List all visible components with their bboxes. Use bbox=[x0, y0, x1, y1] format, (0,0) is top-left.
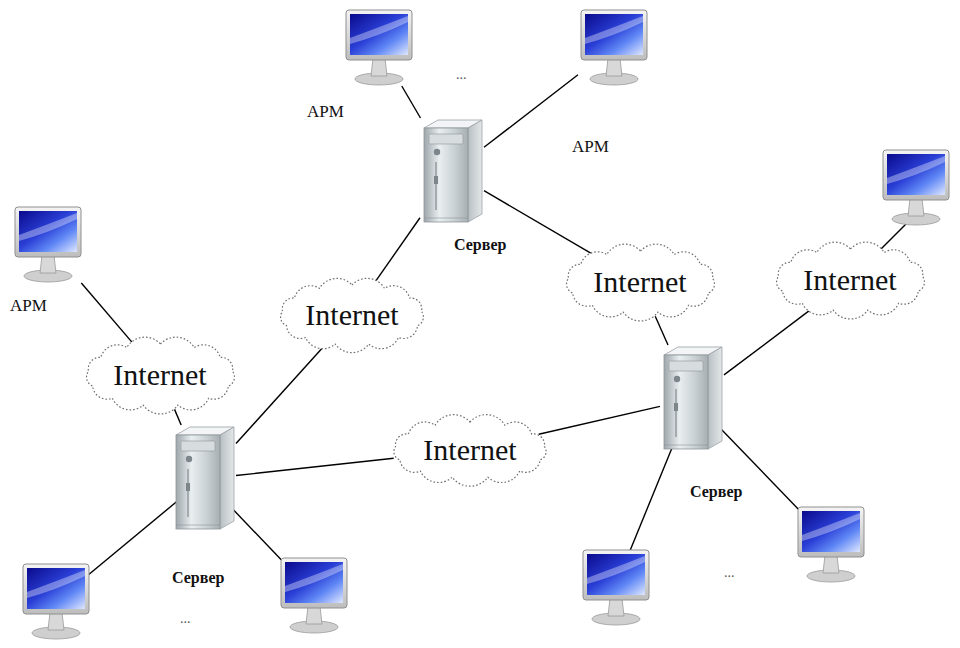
server-node: Сервер bbox=[660, 345, 724, 453]
monitor-icon bbox=[578, 8, 650, 86]
cloud-label: Internet bbox=[305, 300, 398, 330]
workstation-label: АРМ bbox=[307, 103, 344, 122]
network-link bbox=[175, 409, 182, 425]
cloud-label: Internet bbox=[423, 435, 516, 465]
workstation-monitor bbox=[798, 507, 864, 582]
workstation-node: АРМ bbox=[343, 8, 415, 86]
workstation-monitor bbox=[23, 564, 89, 639]
workstation-node: АРМ bbox=[12, 205, 84, 283]
cloud-label: Internet bbox=[113, 360, 206, 390]
network-link bbox=[402, 86, 421, 118]
monitor-icon bbox=[12, 205, 84, 283]
internet-cloud: Internet bbox=[272, 276, 432, 354]
network-link bbox=[81, 283, 132, 342]
network-link bbox=[236, 346, 324, 443]
network-link bbox=[484, 75, 578, 148]
network-link bbox=[655, 316, 668, 345]
network-link bbox=[236, 458, 394, 475]
workstation-label: АРМ bbox=[572, 138, 609, 157]
server-icon bbox=[420, 118, 484, 226]
cloud-label: Internet bbox=[803, 265, 896, 295]
cloud-label: Internet bbox=[593, 267, 686, 297]
workstation-monitor bbox=[883, 150, 949, 225]
ellipsis-mark: ... bbox=[180, 612, 191, 626]
workstation-monitor bbox=[281, 558, 347, 633]
network-link bbox=[539, 406, 660, 434]
server-label: Сервер bbox=[172, 569, 224, 587]
server-icon bbox=[172, 425, 236, 533]
ellipsis-mark: ... bbox=[456, 68, 467, 82]
internet-cloud: Internet bbox=[385, 413, 555, 487]
server-icon bbox=[660, 345, 724, 453]
workstation-label: АРМ bbox=[10, 297, 47, 316]
server-label: Сервер bbox=[454, 236, 506, 254]
network-link bbox=[724, 310, 810, 375]
server-label: Сервер bbox=[690, 483, 742, 501]
network-link bbox=[375, 218, 420, 283]
workstation-node: АРМ bbox=[578, 8, 650, 86]
ellipsis-mark: ... bbox=[724, 566, 735, 580]
server-node: Сервер bbox=[420, 118, 484, 226]
internet-cloud: Internet bbox=[768, 240, 933, 320]
workstation-monitor bbox=[583, 550, 649, 625]
internet-cloud: Internet bbox=[558, 242, 723, 322]
internet-cloud: Internet bbox=[78, 335, 243, 415]
server-node: Сервер bbox=[172, 425, 236, 533]
monitor-icon bbox=[343, 8, 415, 86]
